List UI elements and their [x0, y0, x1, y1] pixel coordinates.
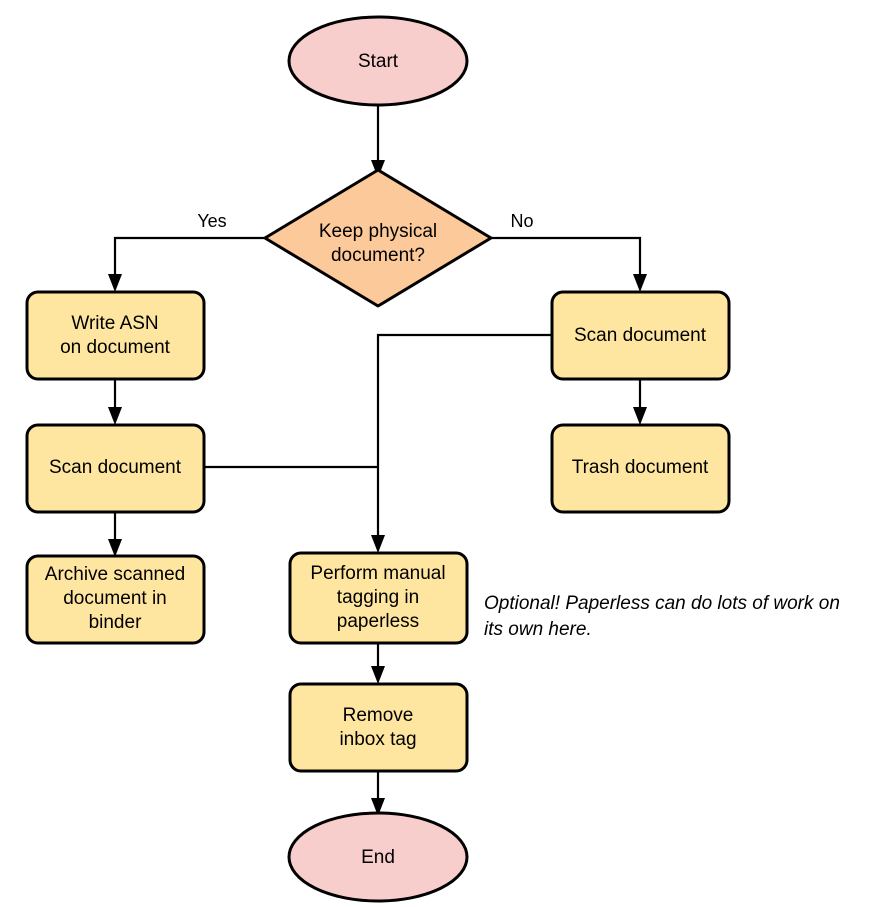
- node-start-label: Start: [358, 51, 399, 72]
- node-remove-inbox-label-line1: Remove: [343, 705, 414, 726]
- arrow-head-icon: [633, 407, 647, 425]
- node-write-asn-label-line2: on document: [60, 337, 171, 358]
- node-tagging-label-line3: paperless: [337, 611, 419, 632]
- node-archive-label-line3: binder: [89, 612, 142, 633]
- edge-scan-right-to-trash: [633, 379, 647, 425]
- edge-scan-right-to-tagging: [371, 333, 552, 553]
- node-write-asn-on-document[interactable]: Write ASN on document: [25, 290, 206, 381]
- edge-write-asn-to-scan-left: [108, 379, 122, 425]
- annotation-optional-note: Optional! Paperless can do lots of work …: [484, 593, 840, 640]
- end-ellipse[interactable]: [287, 811, 469, 903]
- edge-label-yes: Yes: [197, 211, 226, 231]
- edge-line: [491, 236, 642, 280]
- arrow-head-icon: [371, 535, 385, 553]
- node-tagging-label-line1: Perform manual: [310, 563, 445, 584]
- node-archive-label-line2: document in: [63, 588, 167, 609]
- node-scan-document-left[interactable]: Scan document: [25, 423, 206, 514]
- arrow-head-icon: [633, 274, 647, 292]
- edge-label-no: No: [510, 211, 533, 231]
- decision-diamond[interactable]: [263, 168, 493, 308]
- node-trash-document-label: Trash document: [572, 457, 709, 478]
- edge-start-to-decision: [371, 103, 385, 178]
- write-asn-box[interactable]: [25, 290, 206, 381]
- node-scan-document-right-label: Scan document: [574, 325, 707, 346]
- edge-decision-no-to-scan-right: [491, 236, 647, 292]
- node-start[interactable]: Start: [287, 15, 469, 107]
- node-remove-inbox-label-line2: inbox tag: [339, 729, 416, 750]
- scan-document-left-box[interactable]: [25, 423, 206, 514]
- node-tagging-label-line2: tagging in: [337, 587, 419, 608]
- arrow-head-icon: [371, 798, 385, 816]
- node-trash-document[interactable]: Trash document: [550, 423, 731, 514]
- node-decision-label-line2: document?: [331, 245, 425, 266]
- annotation-line-2: its own here.: [484, 619, 592, 640]
- scan-document-right-box[interactable]: [550, 290, 731, 381]
- edge-tagging-to-remove-inbox: [371, 643, 385, 684]
- edge-line: [376, 333, 552, 541]
- node-write-asn-label-line1: Write ASN: [71, 313, 158, 334]
- node-archive-label-line1: Archive scanned: [45, 564, 185, 585]
- arrow-head-icon: [371, 666, 385, 684]
- node-end-label: End: [361, 847, 395, 868]
- arrow-head-icon: [108, 407, 122, 425]
- annotation-line-1: Optional! Paperless can do lots of work …: [484, 593, 840, 614]
- trash-document-box[interactable]: [550, 423, 731, 514]
- arrow-head-icon: [108, 274, 122, 292]
- node-decision-keep-physical-document[interactable]: Keep physical document?: [263, 168, 493, 308]
- node-remove-inbox-tag[interactable]: Remove inbox tag: [288, 682, 469, 773]
- edge-decision-yes-to-write-asn: [108, 236, 265, 292]
- node-archive-scanned-document[interactable]: Archive scanned document in binder: [25, 554, 206, 645]
- edge-scan-left-to-archive: [108, 511, 122, 557]
- remove-inbox-tag-box[interactable]: [288, 682, 469, 773]
- perform-manual-tagging-box[interactable]: [288, 551, 469, 645]
- node-perform-manual-tagging[interactable]: Perform manual tagging in paperless: [288, 551, 469, 645]
- arrow-head-icon: [108, 539, 122, 557]
- node-end[interactable]: End: [287, 811, 469, 903]
- node-scan-document-left-label: Scan document: [49, 457, 182, 478]
- node-decision-label-line1: Keep physical: [319, 221, 437, 242]
- node-scan-document-right[interactable]: Scan document: [550, 290, 731, 381]
- edge-remove-inbox-to-end: [371, 771, 385, 816]
- start-ellipse[interactable]: [287, 15, 469, 107]
- edge-line: [113, 236, 265, 280]
- archive-document-box[interactable]: [25, 554, 206, 645]
